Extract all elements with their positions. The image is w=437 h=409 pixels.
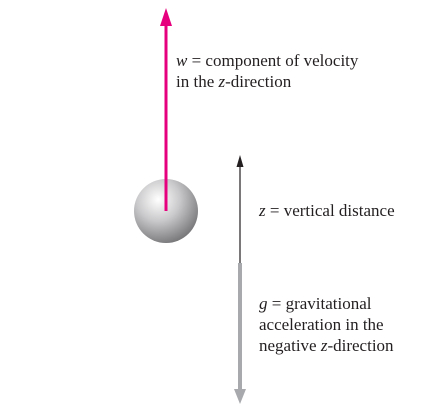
gravity-text-line3-prefix: negative [259,336,321,355]
gravity-label: g = gravitational acceleration in the ne… [259,293,394,356]
gravity-text-line2: acceleration in the [259,315,384,334]
distance-symbol: z [259,201,266,220]
gravity-arrow [234,263,246,404]
velocity-arrow [160,8,172,211]
velocity-symbol: w [176,51,188,70]
velocity-text-line1: = component of velocity [187,51,359,70]
distance-label: z = vertical distance [259,200,395,221]
gravity-text-line1: = gravitational [267,294,372,313]
gravity-symbol: g [259,294,268,313]
distance-text: = vertical distance [265,201,395,220]
velocity-text-line2-var: z [218,72,226,91]
velocity-label: w = component of velocity in the z-direc… [176,50,358,92]
velocity-text-line2-prefix: in the [176,72,219,91]
distance-arrow [236,155,244,263]
velocity-text-line2-suffix: -direction [225,72,292,91]
gravity-text-line3-var: z [320,336,328,355]
gravity-text-line3-suffix: -direction [327,336,394,355]
